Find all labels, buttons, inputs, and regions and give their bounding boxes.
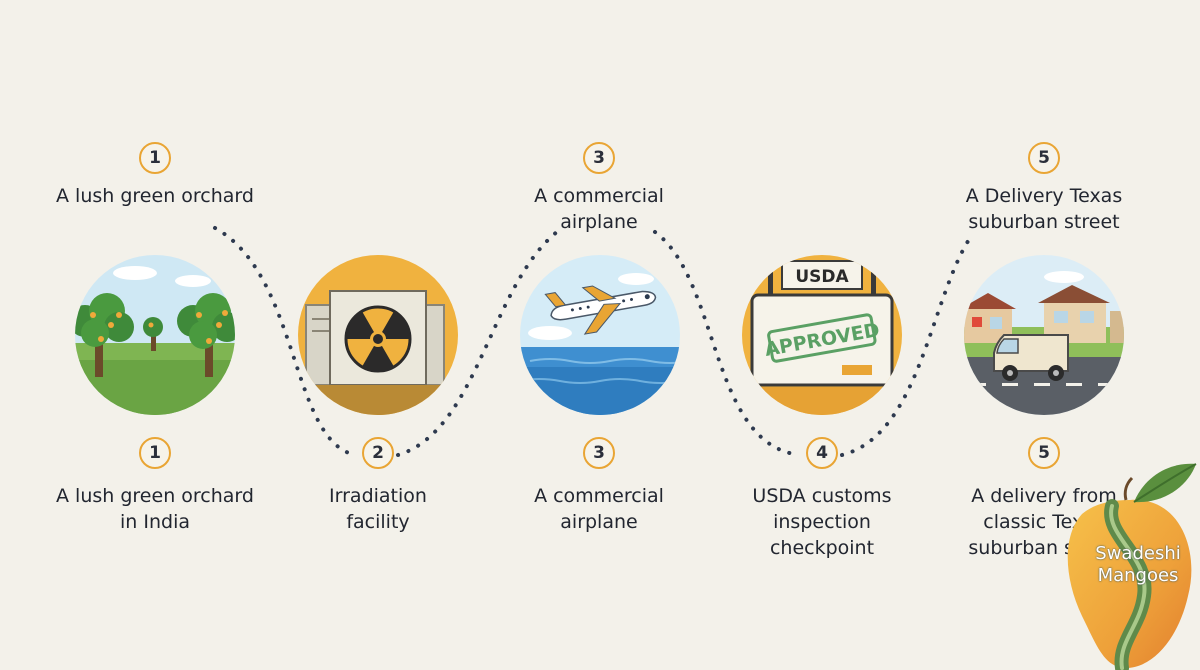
usda-sign-text: USDA (795, 267, 849, 287)
delivery-illustration (964, 255, 1124, 415)
mango-logo-icon (1067, 463, 1197, 670)
step-badge-bottom-3: 3 (583, 437, 615, 469)
brand-name-line2: Mangoes (1097, 565, 1179, 586)
step-badge-bottom-2: 2 (362, 437, 394, 469)
usda-checkpoint-illustration: USDA APPROVED (742, 255, 902, 415)
step-label-bottom-3: A commercial airplane (534, 485, 664, 533)
delivery-van-icon (964, 255, 1124, 415)
radiation-icon (298, 255, 458, 415)
dotted-connector-3-4 (653, 230, 802, 457)
orchard-illustration (75, 255, 235, 415)
step-label-top-5: A Delivery Texas suburban street (965, 185, 1123, 233)
step-badge-top-5: 5 (1028, 142, 1060, 174)
step-badge-bottom-5: 5 (1028, 437, 1060, 469)
dotted-connector-2-3 (396, 226, 564, 457)
airplane-illustration (520, 255, 680, 415)
step-label-top-3: A commercial airplane (534, 185, 664, 233)
irradiation-illustration (298, 255, 458, 415)
step-badge-top-1: 1 (139, 142, 171, 174)
usda-approved-icon: USDA APPROVED (742, 255, 902, 415)
orchard-icon (75, 255, 235, 415)
step-label-top-1: A lush green orchard (56, 185, 254, 207)
step-badge-top-3: 3 (583, 142, 615, 174)
step-label-bottom-1: A lush green orchard in India (56, 485, 254, 533)
step-label-bottom-4: USDA customs inspection checkpoint (752, 485, 892, 559)
step-badge-bottom-1: 1 (139, 437, 171, 469)
swadeshi-mangoes-logo: Swadeshi Mangoes (1060, 456, 1200, 670)
step-label-bottom-2: Irradiation facility (329, 485, 427, 533)
airplane-icon (520, 255, 680, 415)
brand-name-line1: Swadeshi (1095, 543, 1181, 564)
step-badge-bottom-4: 4 (806, 437, 838, 469)
